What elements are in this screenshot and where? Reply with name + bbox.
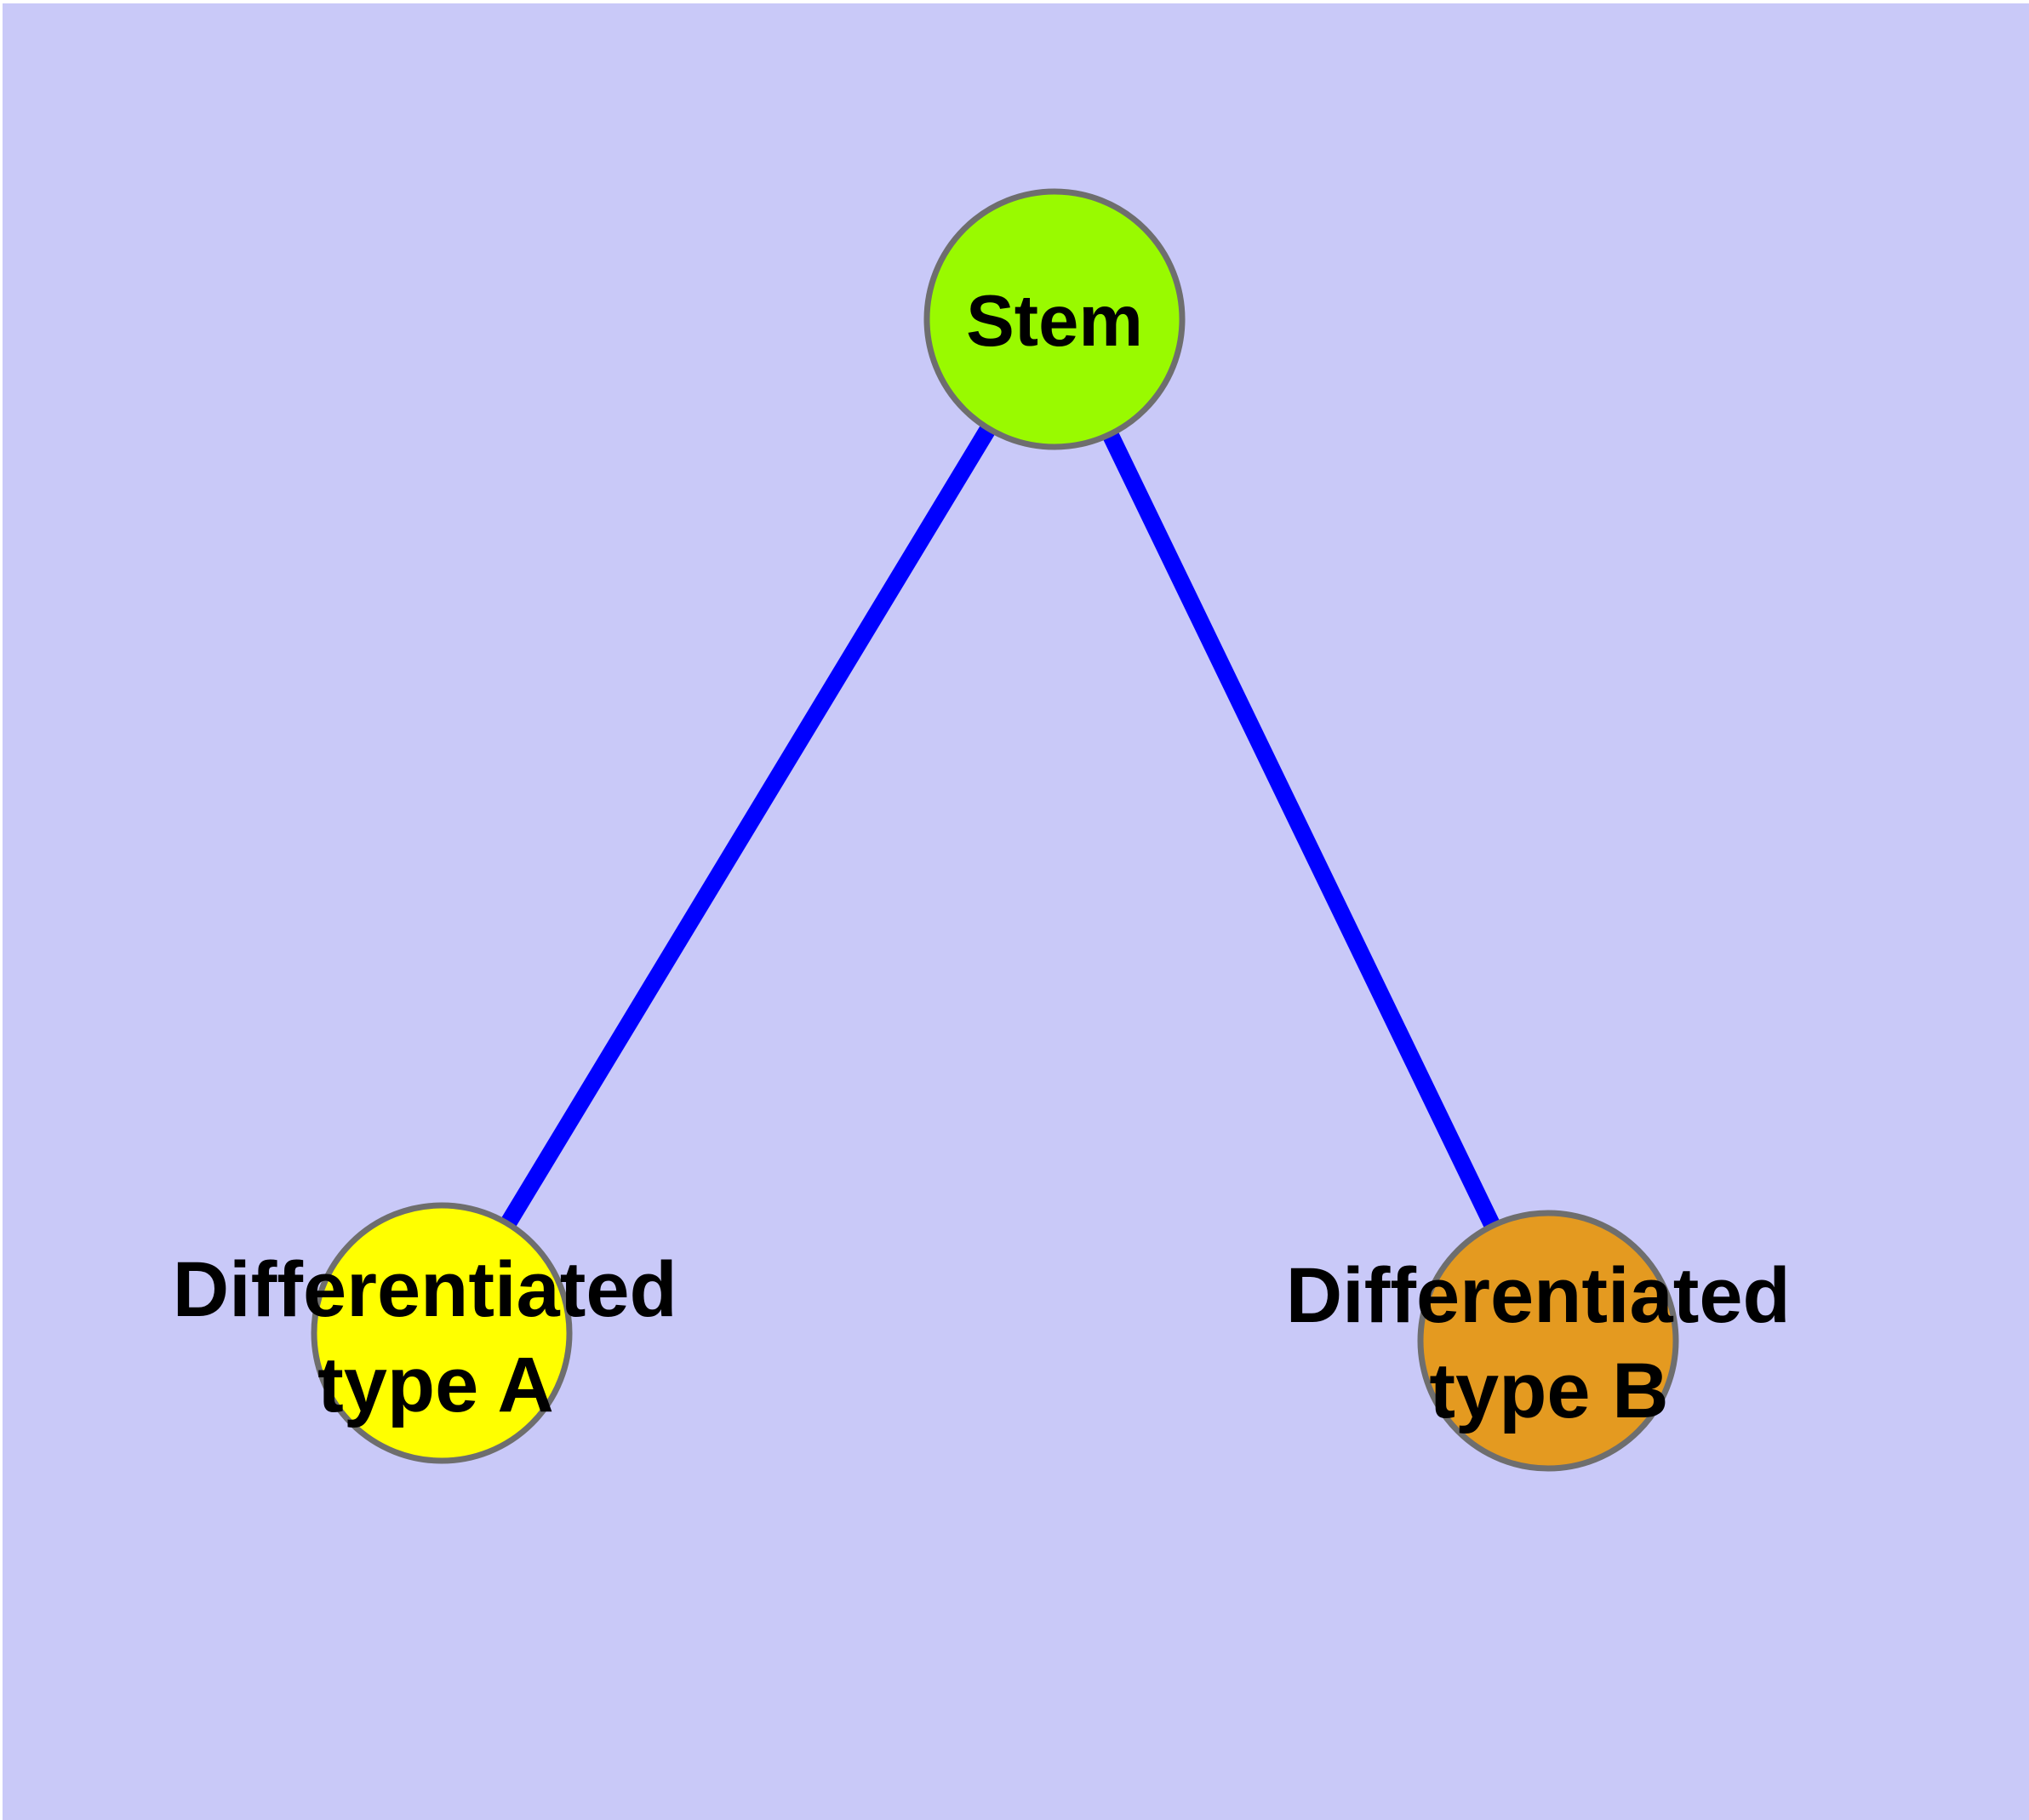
node-type-a-label-line2: type A [317, 1342, 554, 1428]
node-type-b-label: Differentiated type B [1286, 1252, 1813, 1434]
edge-stem-to-type-b [1046, 315, 1557, 1345]
node-stem-label: Stem [966, 281, 1143, 362]
node-stem-circle [923, 188, 1186, 450]
node-type-a-label-line1: Differentiated [173, 1246, 677, 1333]
node-type-a-circle [311, 1202, 573, 1464]
node-type-b-circle [1417, 1210, 1679, 1472]
node-type-a-label: Differentiated type A [173, 1246, 700, 1428]
edge-stem-to-type-a [434, 314, 1062, 1338]
node-type-b-label-line1: Differentiated [1286, 1252, 1791, 1339]
node-type-b-label-line2: type B [1429, 1348, 1668, 1434]
